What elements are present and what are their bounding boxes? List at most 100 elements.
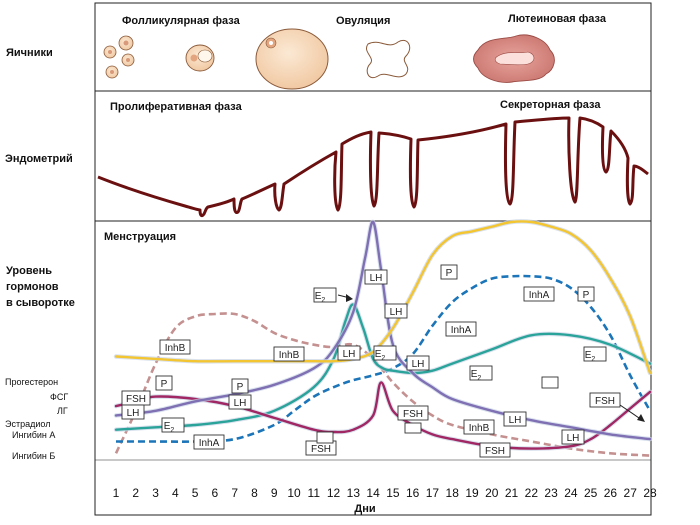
phase-secretory: Секреторная фаза [500, 99, 601, 111]
svg-text:P: P [237, 382, 244, 393]
label-lh: ЛГ [57, 406, 68, 416]
e2-label-day26: E2 [583, 346, 607, 363]
x-axis-title: Дни [354, 503, 375, 515]
phase-ovulation: Овуляция [336, 15, 390, 27]
phase-luteal: Лютеиновая фаза [508, 13, 607, 25]
x-tick-9: 9 [271, 486, 278, 500]
x-tick-16: 16 [406, 486, 420, 500]
x-tick-15: 15 [386, 486, 400, 500]
x-tick-3: 3 [152, 486, 159, 500]
svg-text:P: P [583, 290, 590, 301]
x-tick-7: 7 [231, 486, 238, 500]
svg-text:FSH: FSH [403, 409, 423, 420]
svg-text:LH: LH [234, 398, 247, 409]
svg-text:LH: LH [127, 408, 140, 419]
inha-label-day23: InhA [523, 286, 555, 302]
svg-text:LH: LH [567, 433, 580, 444]
svg-text:InhB: InhB [279, 350, 300, 361]
svg-text:InhA: InhA [529, 290, 550, 301]
lh-label-day15: LH [384, 303, 408, 319]
lh-label-left: LH [121, 404, 145, 420]
x-tick-10: 10 [287, 486, 301, 500]
svg-text:E2: E2 [585, 350, 596, 363]
e2-label-day14: E2 [373, 345, 397, 362]
label-inhibin-b: Ингибин Б [12, 451, 55, 461]
svg-text:LH: LH [343, 349, 356, 360]
e2-label-peak: E2 [313, 287, 337, 304]
x-tick-1: 1 [113, 486, 120, 500]
label-fsh: ФСГ [50, 392, 68, 402]
arrow-to-e2-peak [337, 294, 353, 302]
inhb-label-day10: InhB [273, 346, 305, 362]
diagram-frame [94, 2, 652, 516]
x-tick-5: 5 [192, 486, 199, 500]
svg-text:E2: E2 [164, 421, 175, 434]
x-tick-20: 20 [485, 486, 499, 500]
lh-label-peak: LH [364, 269, 388, 285]
inhb-label-day19: InhB [463, 419, 495, 435]
svg-text:FSH: FSH [311, 444, 331, 455]
x-tick-27: 27 [624, 486, 638, 500]
label-endometrium: Эндометрий [5, 153, 73, 165]
endometrium-line [97, 116, 649, 218]
inha-label-left: InhA [193, 434, 225, 450]
x-tick-23: 23 [544, 486, 558, 500]
ruptured-follicle-illustration [366, 40, 411, 78]
x-tick-28: 28 [643, 486, 657, 500]
phase-proliferative: Пролиферативная фаза [110, 101, 243, 113]
x-tick-13: 13 [347, 486, 361, 500]
lh-label-day7: LH [228, 394, 252, 410]
lh-label-day13: LH [337, 345, 361, 361]
x-tick-25: 25 [584, 486, 598, 500]
curve-inhibin_a [116, 274, 652, 443]
svg-text:LH: LH [370, 273, 383, 284]
svg-text:InhB: InhB [165, 343, 186, 354]
dominant-follicle-illustration [255, 28, 329, 90]
e2-label-day19: E2 [469, 365, 493, 382]
growing-follicle-illustration [185, 44, 215, 72]
svg-text:InhA: InhA [199, 438, 220, 449]
arrow-to-fsh-rise [619, 404, 645, 422]
x-tick-21: 21 [505, 486, 519, 500]
svg-text:FSH: FSH [126, 394, 146, 405]
p-label-day18: P [440, 264, 458, 280]
lh-label-day24: LH [561, 429, 585, 445]
x-tick-4: 4 [172, 486, 179, 500]
label-inhibin-a: Ингибин А [12, 430, 55, 440]
svg-text:FSH: FSH [595, 396, 615, 407]
fsh-label-day16: FSH [397, 405, 429, 421]
p-label-day7: P [231, 378, 249, 394]
x-tick-2: 2 [132, 486, 139, 500]
inhb-label-left: InhB [159, 339, 191, 355]
lh-label-day16: LH [406, 355, 430, 371]
curve-progesterone [114, 220, 652, 375]
x-tick-19: 19 [465, 486, 479, 500]
x-tick-17: 17 [426, 486, 440, 500]
inha-label-day18: InhA [445, 321, 477, 337]
svg-text:LH: LH [390, 307, 403, 318]
x-tick-26: 26 [604, 486, 618, 500]
lh-label-day21: LH [503, 411, 527, 427]
x-tick-24: 24 [564, 486, 578, 500]
fsh-label-left: FSH [121, 390, 151, 406]
x-tick-6: 6 [212, 486, 219, 500]
empty-label-box-day12 [316, 431, 334, 444]
svg-text:LH: LH [412, 359, 425, 370]
label-serum-3: в сыворотке [6, 297, 75, 309]
x-tick-18: 18 [446, 486, 460, 500]
svg-text:LH: LH [509, 415, 522, 426]
svg-text:E2: E2 [471, 369, 482, 382]
x-tick-14: 14 [366, 486, 380, 500]
empty-label-box-day16 [404, 422, 422, 434]
x-tick-11: 11 [308, 486, 321, 500]
svg-text:P: P [446, 268, 453, 279]
label-progesterone: Прогестерон [5, 377, 58, 387]
label-ovaries: Яичники [6, 47, 53, 59]
svg-text:FSH: FSH [485, 446, 505, 457]
small-follicles-illustration [103, 35, 135, 79]
label-estradiol: Эстрадиол [5, 419, 50, 429]
corpus-luteum-illustration [473, 34, 555, 83]
